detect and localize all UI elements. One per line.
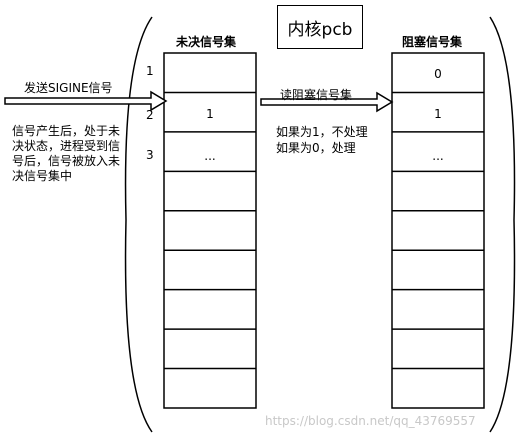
row-number-1: 1 [146, 64, 154, 78]
blocked-set-column [391, 52, 485, 409]
read-blocked-arrow [260, 91, 394, 113]
watermark: https://blog.csdn.net/qq_43769557 [265, 414, 476, 428]
send-signal-arrow [4, 90, 168, 112]
pending-cell-2: 1 [206, 106, 214, 121]
right-bracket [489, 16, 516, 433]
send-description-line-3: 号后，信号被放入未 [12, 154, 121, 168]
blocked-cell-3: ... [432, 148, 444, 163]
blocked-set-outline [391, 52, 485, 409]
blocked-cell-1: 0 [434, 66, 442, 81]
kernel-pcb-title: 内核pcb [287, 19, 353, 40]
left-bracket [124, 16, 153, 433]
pending-cell-3: ... [204, 148, 216, 163]
blocked-set-title: 阻塞信号集 [402, 35, 463, 49]
pending-set-title: 未决信号集 [176, 35, 237, 49]
read-description-line-1: 如果为1，不处理 [276, 125, 368, 139]
read-blocked-label: 读阻塞信号集 [280, 88, 353, 102]
send-description-line-4: 决信号集中 [12, 169, 73, 183]
pending-cell-1 [164, 55, 256, 95]
row-number-3: 3 [146, 148, 154, 162]
read-description-line-2: 如果为0，处理 [276, 141, 356, 155]
send-description-line-1: 信号产生后，处于未 [12, 124, 121, 138]
pending-set-column [163, 52, 257, 409]
send-signal-label: 发送SIGINE信号 [24, 81, 113, 95]
pending-set-outline [163, 52, 257, 409]
send-description-line-2: 决状态，进程受到信 [12, 139, 121, 153]
kernel-pcb-box: 内核pcb [277, 5, 363, 49]
row-number-2: 2 [146, 108, 154, 122]
blocked-cell-2: 1 [434, 106, 442, 121]
